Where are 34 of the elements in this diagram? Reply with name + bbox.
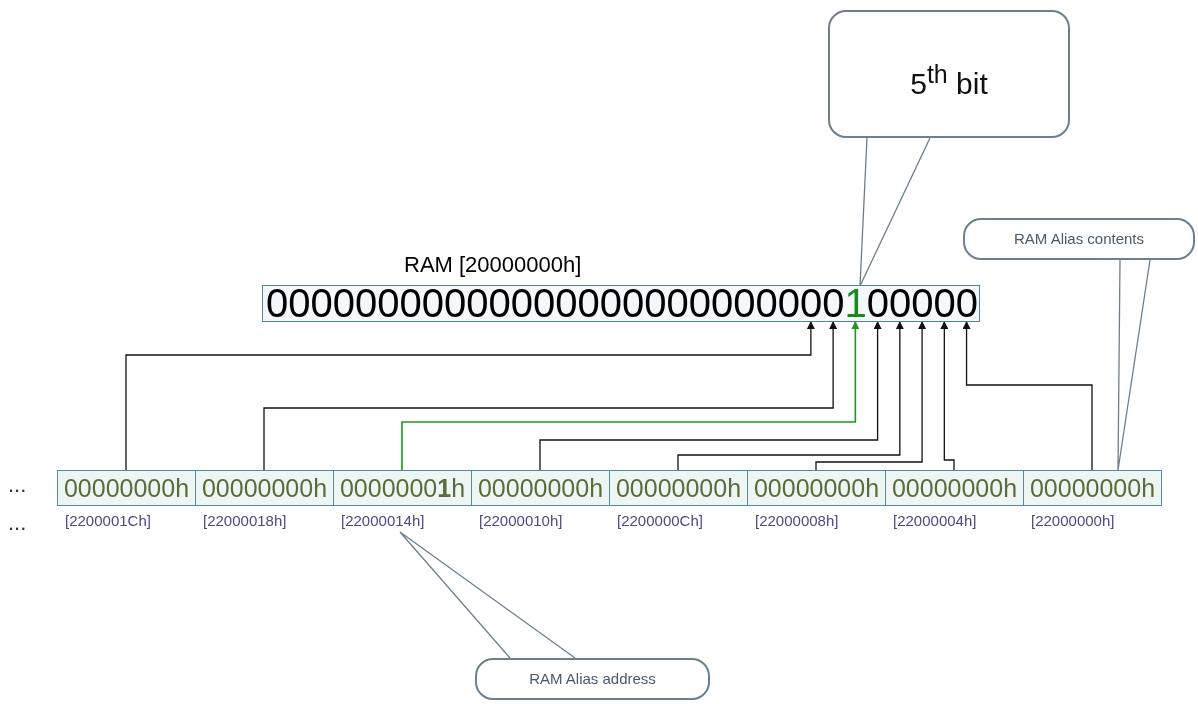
alias-word-cell: 00000000h <box>609 470 748 506</box>
alias-word-cell: 00000000h <box>885 470 1024 506</box>
address-label: [22000018h] <box>203 512 287 529</box>
ellipsis-text: ... <box>8 472 27 498</box>
arrow <box>263 321 838 471</box>
address-label: [2200001Ch] <box>65 512 151 529</box>
arrow <box>677 321 904 471</box>
bit-register: 00000000000000000000000000100000 <box>262 285 980 322</box>
arrow <box>940 321 955 471</box>
alias-word-cell: 00000000h <box>471 470 610 506</box>
arrow <box>962 321 1093 471</box>
callout-pointer <box>399 531 576 659</box>
arrow <box>125 321 815 471</box>
callout-bubble: 5$^{th}$ bit <box>828 10 1070 138</box>
address-label: [2200000Ch] <box>617 512 703 529</box>
alias-word-cell: 00000000h <box>195 470 334 506</box>
arrow <box>401 321 860 471</box>
alias-word-cell: 00000001h <box>333 470 472 506</box>
arrow <box>539 321 882 471</box>
address-label: [22000010h] <box>479 512 563 529</box>
alias-word-cell: 00000000h <box>57 470 196 506</box>
address-label: [22000008h] <box>755 512 839 529</box>
callout-pointer <box>1117 259 1151 471</box>
address-label: [22000014h] <box>341 512 425 529</box>
ellipsis-text: ... <box>8 510 27 536</box>
alias-word-cell: 00000000h <box>747 470 886 506</box>
callout-bubble: RAM Alias contents <box>963 218 1195 260</box>
callout-bubble: RAM Alias address <box>475 658 710 700</box>
address-label: [22000000h] <box>1031 512 1115 529</box>
arrow <box>815 321 927 471</box>
address-label: [22000004h] <box>893 512 977 529</box>
callout-pointer <box>859 137 931 287</box>
memory-address-heading: RAM [20000000h] <box>404 252 582 278</box>
alias-word-cell: 00000000h <box>1023 470 1162 506</box>
